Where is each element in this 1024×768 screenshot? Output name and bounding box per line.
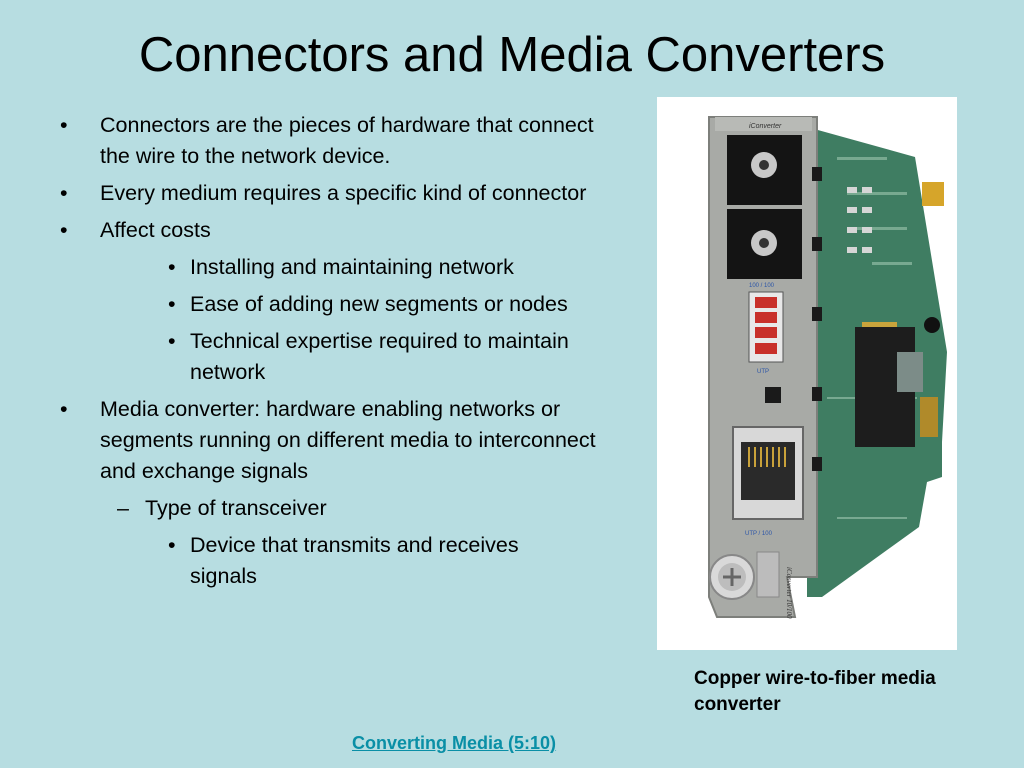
- dash-bullet-item: – Type of transceiver: [0, 493, 620, 524]
- bullet-text: Technical expertise required to maintain…: [190, 329, 569, 384]
- media-converter-illustration: iConverter 100 / 100 UTP: [708, 116, 947, 619]
- bullet-marker: •: [60, 181, 68, 205]
- speed-label: 100 / 100: [749, 283, 775, 289]
- slide-title: Connectors and Media Converters: [138, 28, 886, 82]
- bullet-text: Ease of adding new segments or nodes: [190, 292, 568, 316]
- board-component: [924, 317, 940, 333]
- sub-bullet-item: • Device that transmits and receives sig…: [0, 530, 620, 592]
- utp-port-label: UTP / 100: [745, 531, 773, 537]
- screw-knob: [756, 551, 780, 598]
- bullet-marker: •: [168, 329, 176, 353]
- bullet-marker: •: [168, 292, 176, 316]
- sub-bullet-item: • Technical expertise required to mainta…: [0, 326, 620, 388]
- bullet-text: Installing and maintaining network: [190, 255, 514, 279]
- bullet-marker: •: [60, 218, 68, 242]
- brand-label: iConverter: [749, 123, 782, 130]
- bullet-item: • Affect costs: [0, 215, 620, 246]
- sub-bullet-item: • Installing and maintaining network: [0, 252, 620, 283]
- converting-media-link[interactable]: Converting Media (5:10): [352, 733, 557, 753]
- bullet-marker: •: [168, 255, 176, 279]
- bullet-text: Media converter: hardware enabling netwo…: [100, 397, 596, 483]
- reset-button: [765, 387, 781, 403]
- board-component: [922, 182, 944, 206]
- bullet-item: • Every medium requires a specific kind …: [0, 178, 620, 209]
- panel-label-strip: [715, 117, 812, 131]
- utp-label: UTP: [757, 369, 769, 375]
- dash-marker: –: [117, 496, 129, 520]
- bullet-item: • Media converter: hardware enabling net…: [0, 394, 620, 487]
- bullet-marker: •: [60, 113, 68, 137]
- bullet-text: Device that transmits and receives signa…: [190, 533, 519, 588]
- bullet-text: Connectors are the pieces of hardware th…: [100, 113, 594, 168]
- image-caption: Copper wire-to-fiber media converter: [694, 668, 936, 715]
- bullet-item: • Connectors are the pieces of hardware …: [0, 110, 620, 172]
- media-converter-photo: iConverter 100 / 100 UTP: [657, 97, 957, 650]
- board-component: [897, 352, 923, 392]
- bullet-marker: •: [168, 533, 176, 557]
- bullet-text: Every medium requires a specific kind of…: [100, 181, 587, 205]
- model-label: iConverter 10/100: [785, 567, 793, 619]
- bullet-list: • Connectors are the pieces of hardware …: [0, 110, 620, 598]
- board-component: [920, 397, 938, 437]
- bullet-text: Affect costs: [100, 218, 211, 242]
- bullet-text: Type of transceiver: [145, 496, 327, 520]
- sub-bullet-item: • Ease of adding new segments or nodes: [0, 289, 620, 320]
- bullet-marker: •: [60, 397, 68, 421]
